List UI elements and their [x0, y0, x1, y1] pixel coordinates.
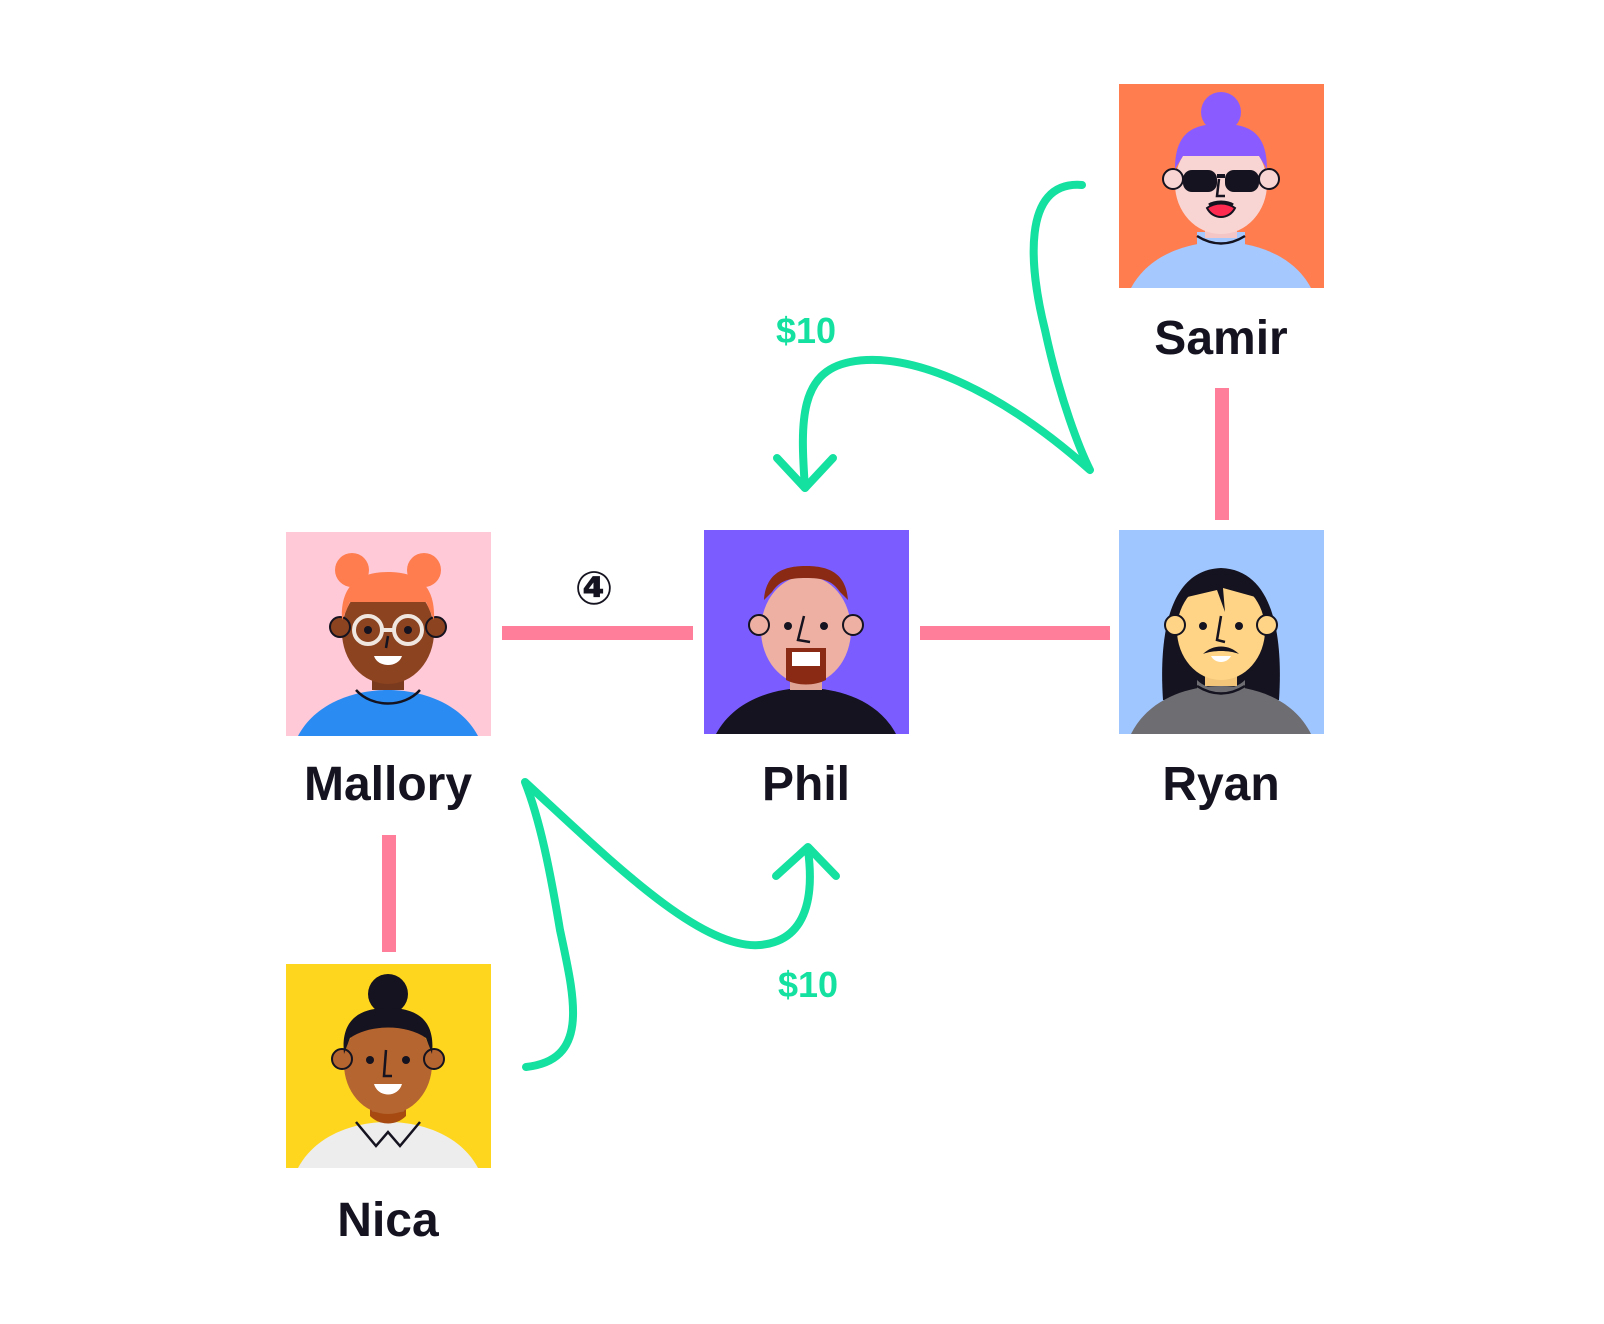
connection-lines — [382, 388, 1229, 952]
avatar-samir — [1131, 92, 1311, 288]
payment-amount-bottom: $10 — [778, 964, 838, 1005]
body — [1131, 242, 1311, 288]
person-mallory: Mallory — [286, 532, 491, 811]
body — [716, 688, 896, 734]
person-ryan: Ryan — [1119, 530, 1324, 811]
arrow-head-bottom-icon — [772, 843, 840, 880]
person-name-mallory: Mallory — [304, 758, 472, 811]
avatar-mallory — [298, 553, 478, 736]
edge-badge: ④ — [575, 561, 614, 615]
arrow-head-top-icon — [773, 454, 837, 492]
person-name-samir: Samir — [1154, 312, 1287, 365]
avatar-nica — [298, 974, 478, 1168]
body — [298, 690, 478, 736]
avatar-ryan — [1131, 568, 1311, 734]
person-samir: Samir — [1119, 84, 1324, 365]
body — [298, 1122, 478, 1168]
person-name-nica: Nica — [337, 1194, 439, 1247]
body — [1131, 686, 1311, 734]
payment-arrow-nica-to-phil — [521, 778, 814, 1071]
person-name-ryan: Ryan — [1162, 758, 1279, 811]
payment-arrow-samir-to-phil — [798, 180, 1094, 492]
person-name-phil: Phil — [762, 758, 850, 811]
avatar-phil — [716, 566, 896, 734]
payment-amount-top: $10 — [776, 310, 836, 351]
money-flows — [521, 180, 1094, 1071]
person-nica: Nica — [286, 964, 491, 1247]
person-phil: Phil — [704, 530, 909, 811]
